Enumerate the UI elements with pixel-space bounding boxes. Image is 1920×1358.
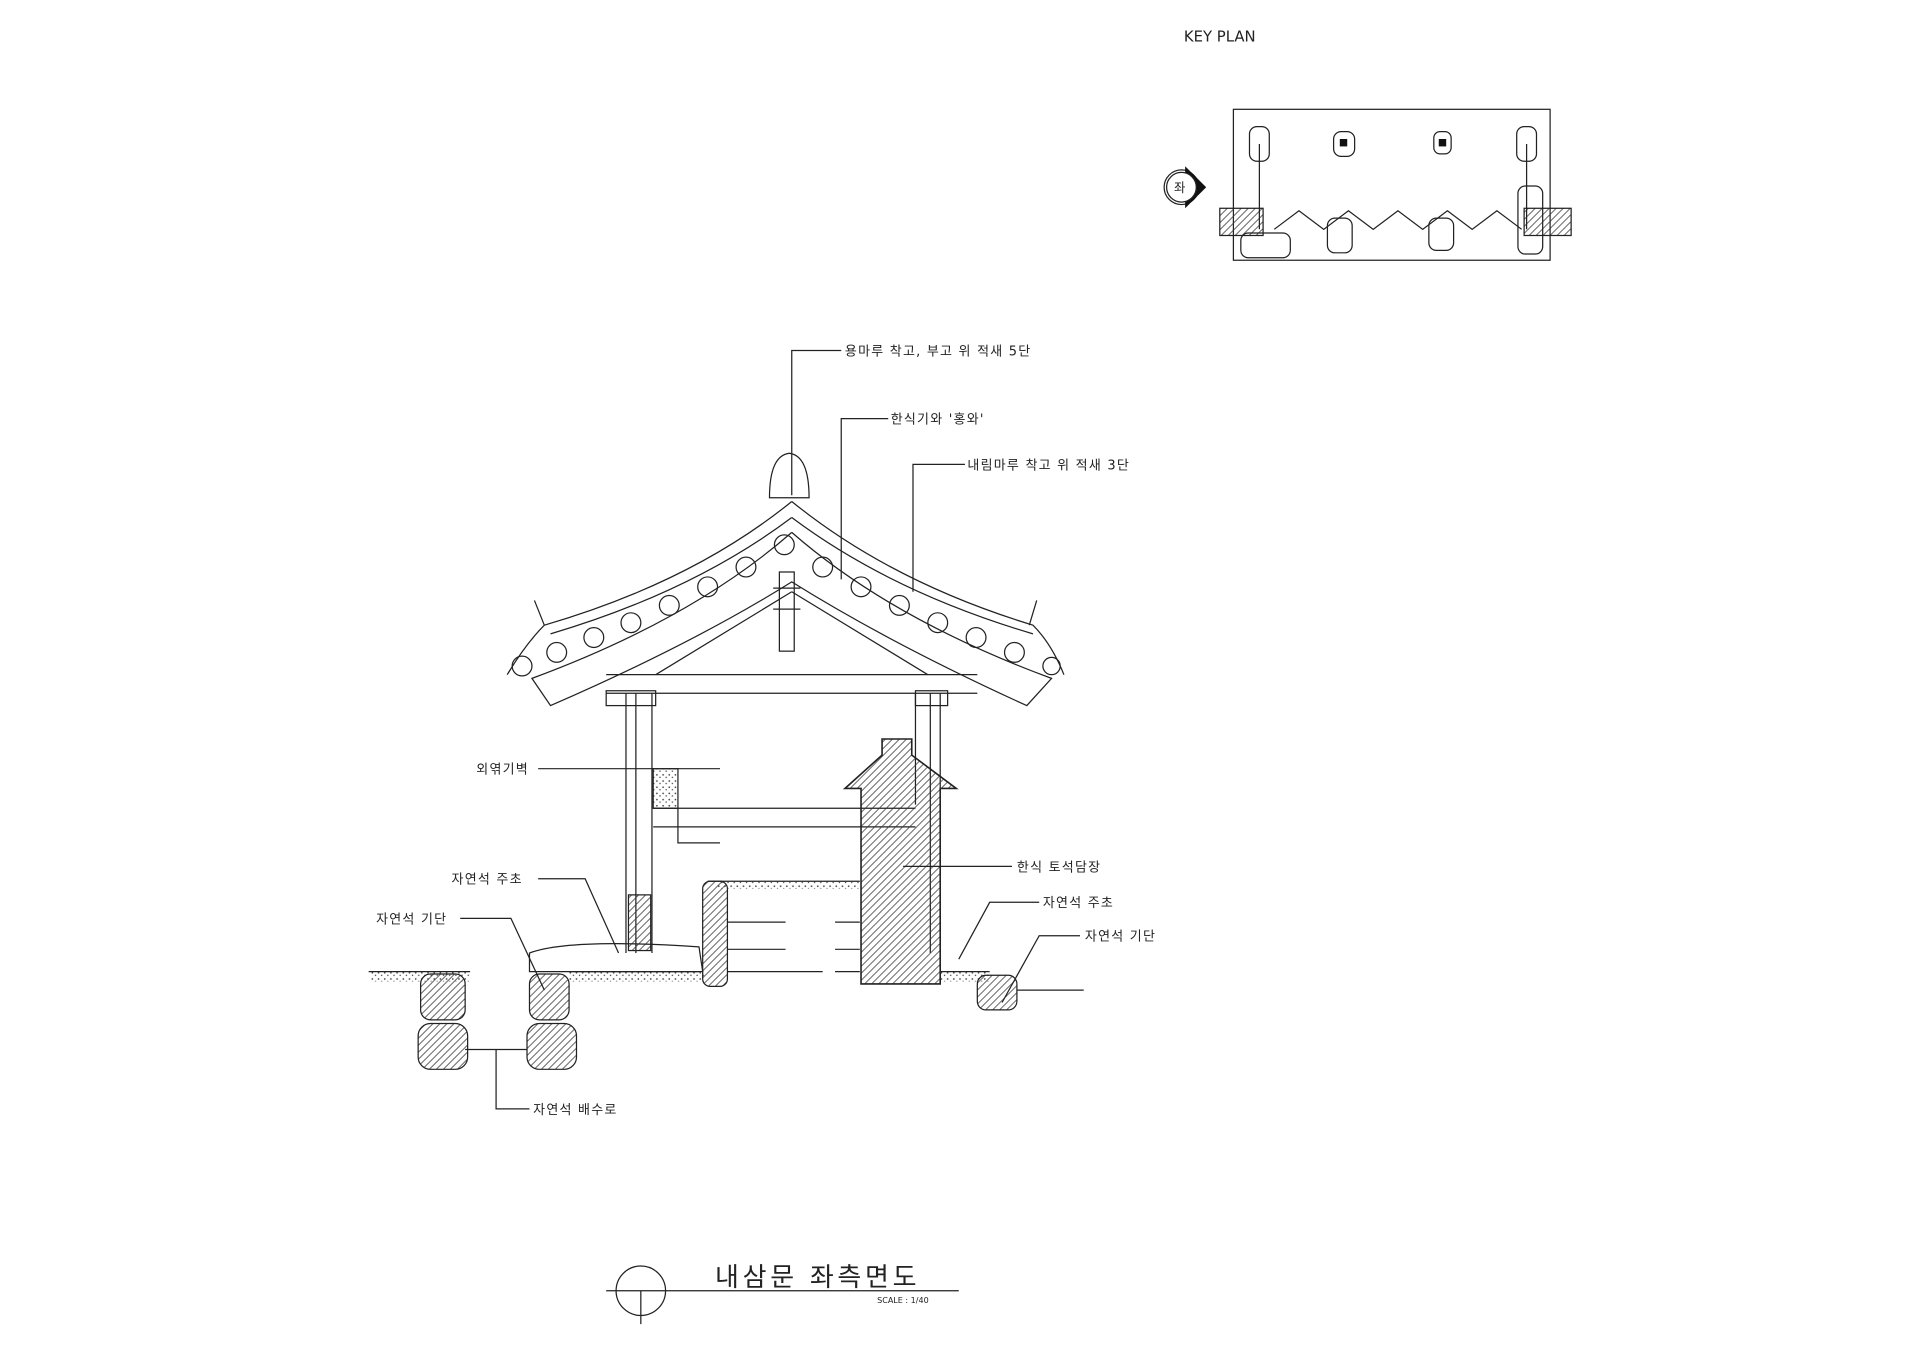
title-block: 내삼문 좌측면도 SCALE : 1/40 (606, 1263, 959, 1325)
label-pillar-base-right: 자연석 주초 (1043, 896, 1114, 911)
label-pillar-base-left: 자연석 주초 (452, 873, 523, 888)
roof-tiles (511, 534, 1061, 677)
label-wattle-wall: 외엮기벽 (476, 763, 529, 778)
label-ridge: 용마루 착고, 부고 위 적새 5단 (845, 344, 1032, 359)
label-earth-stone-wall: 한식 토석담장 (1017, 860, 1101, 875)
drawing-scale: SCALE : 1/40 (877, 1296, 929, 1305)
label-drainage: 자연석 배수로 (533, 1103, 617, 1118)
key-plan: KEY PLAN 좌 (1163, 28, 1572, 261)
label-hip-ridge: 내림마루 착고 위 적새 3단 (967, 458, 1130, 473)
key-plan-title: KEY PLAN (1184, 28, 1256, 45)
view-direction-marker: 좌 (1163, 166, 1207, 209)
side-elevation (368, 452, 1084, 1070)
annotations: 용마루 착고, 부고 위 적새 5단 한식기와 '홍와' 내림마루 착고 위 적… (376, 344, 1156, 1118)
drawing-title: 내삼문 좌측면도 (715, 1263, 920, 1293)
label-foundation-right: 자연석 기단 (1085, 930, 1156, 945)
label-foundation-left: 자연석 기단 (376, 912, 447, 927)
svg-text:좌: 좌 (1174, 181, 1185, 195)
label-roof-tile: 한식기와 '홍와' (891, 413, 985, 428)
